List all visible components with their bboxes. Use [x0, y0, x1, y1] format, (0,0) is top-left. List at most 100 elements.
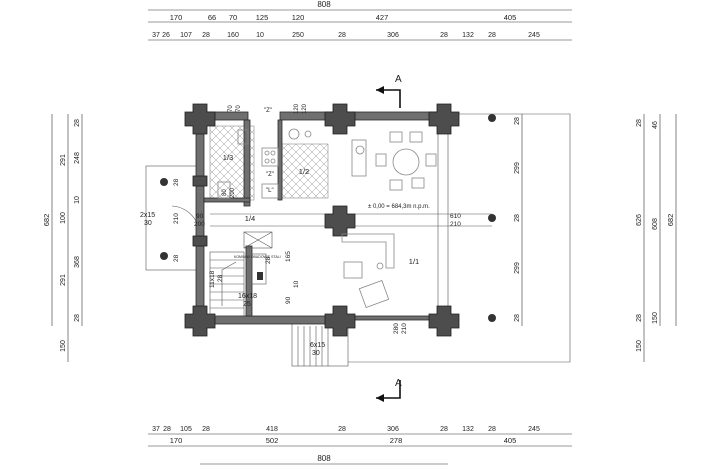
left-dim-150: 150 [60, 340, 67, 352]
fireplace [243, 231, 273, 249]
section-marker-top: A [376, 74, 402, 108]
terrace [210, 113, 571, 363]
top-dim-427: 427 [376, 13, 389, 22]
dim-120a: 120 [294, 103, 300, 114]
top-dim2-28d: 28 [488, 32, 496, 39]
bot-dim-overall: 808 [317, 454, 331, 463]
bot-dim-28e: 28 [488, 426, 496, 433]
left-steps-tread: 30 [144, 220, 152, 227]
bathroom-fixtures: 80 200 [217, 129, 249, 199]
left-dim-291a: 291 [60, 154, 67, 166]
left-post-dim-a: 28 [173, 178, 180, 186]
l-mark: "L" [266, 188, 274, 194]
right-dim-28b: 28 [636, 314, 643, 322]
room-label-1-4: 1/4 [245, 214, 255, 223]
left-entrance-steps: 2x15 30 28 28 210 [140, 165, 201, 271]
right-dim-28a: 28 [636, 119, 643, 127]
bot-dim-28b: 28 [202, 426, 210, 433]
top-dim-170: 170 [170, 13, 183, 22]
kitchen-tile-area [281, 143, 329, 199]
left-dimension-lines: 682 291 100 291 150 28 248 10 368 28 [42, 114, 83, 362]
dim-210b: 210 [401, 323, 408, 334]
kitchen-fixtures [261, 128, 312, 199]
front-steps-tread: 30 [312, 350, 320, 357]
inner-stairs-tread: 25 [243, 301, 251, 308]
front-steps-count: 6x15 [310, 342, 325, 349]
top-dim2-28a: 28 [202, 32, 210, 39]
top-dim2-245: 245 [528, 32, 540, 39]
bot-dim-418: 418 [266, 426, 278, 433]
left-dim2-368: 368 [74, 256, 81, 268]
bot-dim2-170: 170 [170, 436, 183, 445]
left-dim-overall: 682 [42, 214, 51, 227]
inner-stairs-count: 16x18 [238, 293, 257, 300]
top-dim2-160: 160 [227, 32, 239, 39]
dim-610: 610 [450, 213, 461, 220]
bot-dim-37: 37 [152, 426, 160, 433]
right-dim-150: 150 [636, 340, 643, 352]
bot-dim2-502: 502 [266, 436, 279, 445]
top-dim2-250: 250 [292, 32, 304, 39]
dim-280: 280 [393, 323, 400, 334]
right-dim3-682: 682 [666, 214, 675, 227]
left-post-dim-b: 28 [173, 254, 180, 262]
top-dim-66: 66 [208, 13, 216, 22]
top-dim2-28c: 28 [440, 32, 448, 39]
interior-dimensions: 70 70 120 120 "Z" "Z" "L" 90 200 610 210… [194, 103, 461, 334]
room-label-1-3: 1/3 [223, 153, 233, 162]
top-dimension-lines: 808 170 66 70 125 120 427 405 37 26 107 … [148, 0, 572, 41]
corner-posts [184, 103, 460, 337]
walls [195, 111, 449, 325]
right-dim-626: 626 [636, 214, 643, 226]
right-dimension-lines: 28 299 28 299 28 28 626 28 150 46 608 15… [514, 114, 677, 362]
bath-200-dim: 200 [230, 187, 236, 198]
side-stairs-tread: 28 [217, 274, 224, 282]
bot-dim-132: 132 [462, 426, 474, 433]
bot-dim-28c: 28 [338, 426, 346, 433]
right-inner-299a: 299 [514, 162, 521, 174]
top-dim-overall: 808 [317, 0, 331, 9]
dim-70a: 70 [228, 105, 234, 112]
terrace-post-bot [488, 314, 496, 322]
bot-dim-105: 105 [180, 426, 192, 433]
bot-dim2-405: 405 [504, 436, 517, 445]
bot-dim2-278: 278 [390, 436, 403, 445]
section-label-top: A [395, 74, 402, 85]
left-dim2-10: 10 [74, 196, 81, 204]
room-label-1-2: 1/2 [299, 167, 309, 176]
terrace-post-mid [488, 214, 496, 222]
dim-210a: 210 [450, 221, 461, 228]
top-dim-120: 120 [292, 13, 305, 22]
right-dim2-46: 46 [652, 121, 659, 129]
right-inner-28b: 28 [514, 214, 521, 222]
left-steps-count: 2x15 [140, 212, 155, 219]
elevation-note: ± 0,00 = 684,3m n.p.m. [368, 204, 430, 210]
dim-70b: 70 [236, 105, 242, 112]
dim-28c: 28 [265, 256, 272, 264]
left-door-dim: 210 [173, 213, 180, 224]
bot-dim-245: 245 [528, 426, 540, 433]
top-dim2-306: 306 [387, 32, 399, 39]
side-stairs-label: 11x18 [209, 270, 216, 288]
bottom-dimension-lines: 37 28 105 28 418 28 306 28 132 28 245 17… [148, 426, 572, 465]
top-dim2-132: 132 [462, 32, 474, 39]
top-dim2-10: 10 [256, 32, 264, 39]
dim-10: 10 [293, 280, 300, 288]
right-inner-299b: 299 [514, 262, 521, 274]
dim-200b: 200 [194, 221, 205, 228]
right-dim2-608: 608 [652, 218, 659, 230]
right-inner-28c: 28 [514, 314, 521, 322]
bot-dim-28a: 28 [163, 426, 171, 433]
right-inner-28a: 28 [514, 117, 521, 125]
dining-set [351, 131, 437, 191]
top-dim2-37: 37 [152, 32, 160, 39]
z-mark-top: "Z" [264, 108, 272, 114]
dim-120b: 120 [302, 103, 308, 114]
front-steps: 6x15 30 [291, 321, 349, 367]
section-label-bottom: A [395, 378, 402, 389]
left-dim-100: 100 [60, 212, 67, 224]
bot-dim-306: 306 [387, 426, 399, 433]
chimney-note: KOMIN W OBUDOWIE STALI [234, 255, 281, 259]
top-dim2-26: 26 [162, 32, 170, 39]
